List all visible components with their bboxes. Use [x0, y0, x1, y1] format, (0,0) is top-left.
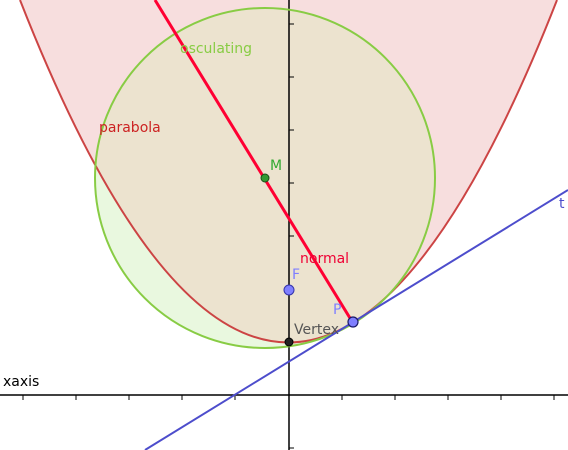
label-parabola: parabola: [99, 120, 161, 136]
x-axis-ticks: [22, 395, 555, 400]
label-m: M: [270, 158, 282, 174]
label-vertex: Vertex: [294, 322, 339, 338]
label-xaxis: xaxis: [3, 374, 39, 390]
label-normal: normal: [300, 251, 349, 267]
label-f: F: [292, 267, 300, 283]
point-m[interactable]: [260, 173, 270, 183]
point-p[interactable]: [347, 316, 359, 328]
point-vertex[interactable]: [284, 337, 294, 347]
label-p: P: [333, 302, 341, 318]
normal-line[interactable]: [153, 0, 355, 324]
label-osculating: osculating: [180, 41, 252, 57]
point-f[interactable]: [283, 284, 295, 296]
osculating-circle[interactable]: [94, 7, 436, 349]
label-tangent: t: [559, 196, 565, 212]
